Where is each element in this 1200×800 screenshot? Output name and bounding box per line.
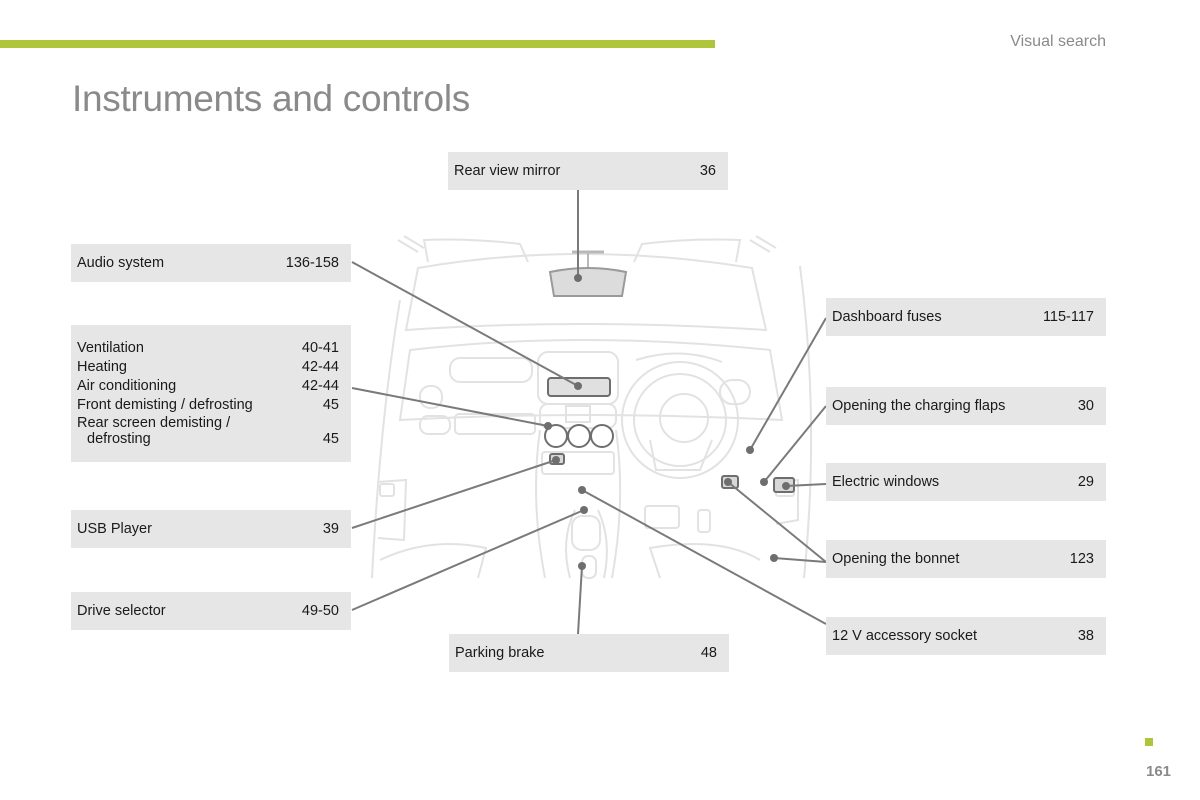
leader-dots (544, 274, 790, 570)
dashboard-illustration (371, 235, 813, 579)
section-title: Visual search (1010, 33, 1106, 50)
rear-view-mirror-graphic (548, 250, 628, 297)
page-title: Instruments and controls (72, 78, 470, 119)
page-marker (1145, 738, 1153, 746)
accent-bar (0, 40, 715, 48)
page-number: 161 (1146, 763, 1172, 780)
leader-lines (351, 190, 827, 635)
